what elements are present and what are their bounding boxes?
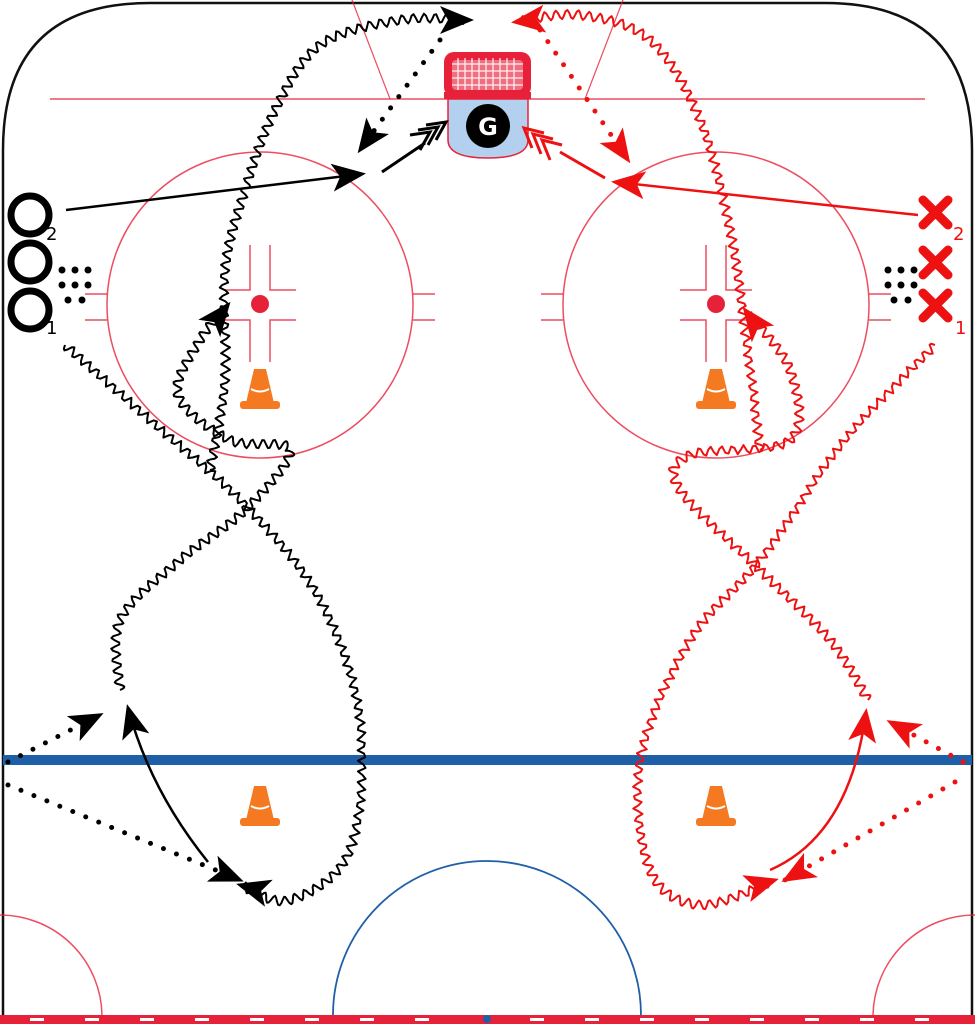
goalie: G bbox=[466, 104, 510, 148]
player-x bbox=[918, 288, 953, 323]
player-label-2: 2 bbox=[953, 224, 964, 245]
pass-line-red bbox=[611, 171, 919, 217]
pass-arc-black bbox=[122, 704, 209, 863]
goal-net-icon bbox=[444, 52, 531, 99]
team-black-players: 2 1 bbox=[7, 192, 57, 339]
blue-line bbox=[3, 755, 972, 765]
dotted-routes bbox=[5, 27, 966, 883]
faceoff-dot-right bbox=[707, 295, 725, 313]
skate-path-red-top bbox=[511, 4, 765, 451]
skate-path-black-top bbox=[206, 6, 474, 471]
player-o bbox=[7, 287, 53, 333]
player-o bbox=[7, 239, 53, 285]
faceoff-circle-left bbox=[106, 151, 414, 459]
player-label-1: 1 bbox=[46, 318, 57, 339]
pass-arc-red bbox=[769, 708, 877, 872]
player-label-2: 2 bbox=[46, 224, 57, 245]
pass-line-black bbox=[65, 163, 366, 212]
center-circle bbox=[332, 860, 642, 1016]
cone-icon bbox=[239, 785, 281, 827]
goalie-label: G bbox=[478, 113, 498, 141]
player-label-1: 1 bbox=[955, 318, 966, 339]
cone-icon bbox=[695, 785, 737, 827]
skate-path-black-loop bbox=[110, 301, 296, 691]
faceoff-dot-left bbox=[251, 295, 269, 313]
team-red-players bbox=[918, 195, 953, 323]
puck-icon bbox=[58, 266, 92, 304]
cone-icon bbox=[239, 368, 281, 410]
puck-icon bbox=[884, 266, 918, 304]
skate-path-red-lower bbox=[632, 342, 936, 911]
skate-path-black-lower bbox=[62, 344, 367, 907]
player-x bbox=[918, 245, 953, 280]
skate-path-red-loop bbox=[668, 306, 872, 701]
shot-black bbox=[381, 120, 449, 174]
player-o bbox=[7, 192, 53, 238]
player-x bbox=[918, 195, 953, 230]
skating-paths bbox=[62, 4, 936, 911]
cone-icon bbox=[695, 368, 737, 410]
shot-red bbox=[521, 125, 606, 180]
